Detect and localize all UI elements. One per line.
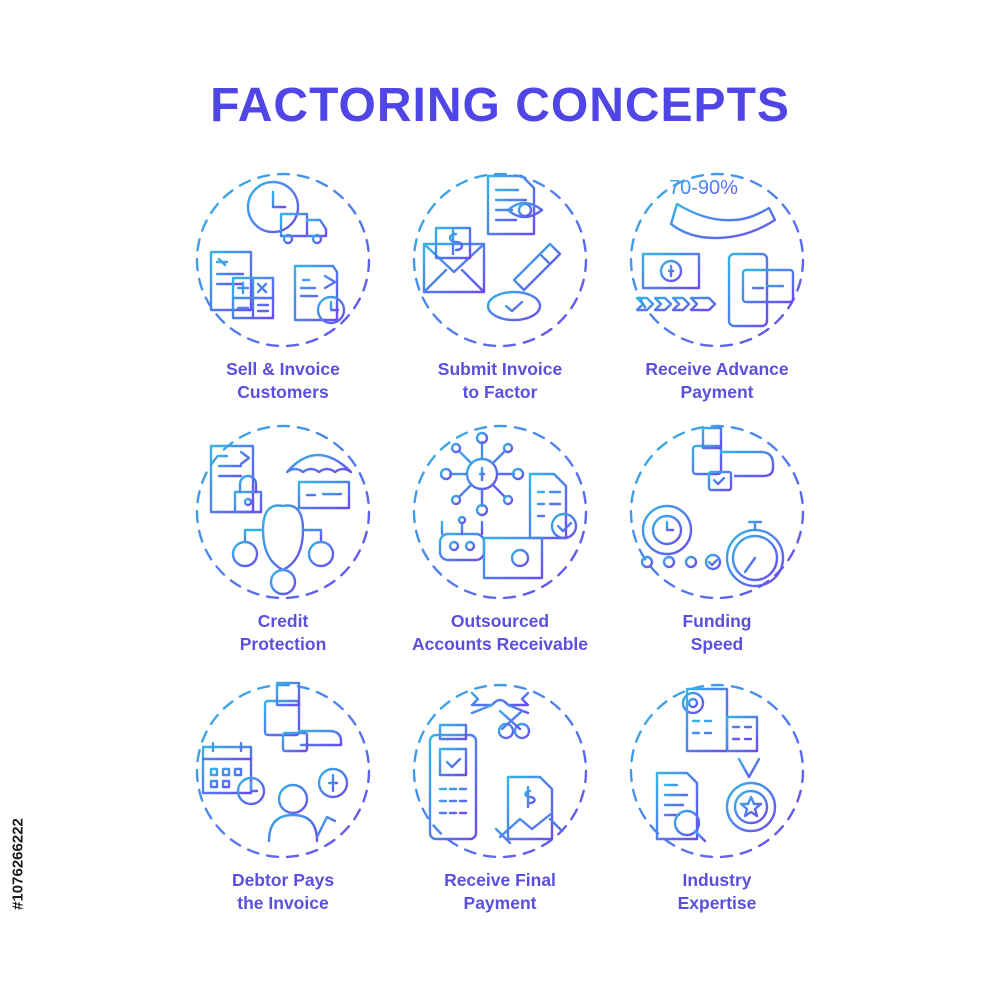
- outsourced-ar-icon: [412, 424, 588, 600]
- svg-text:70-90%: 70-90%: [669, 177, 738, 199]
- industry-expertise-icon: [629, 683, 805, 859]
- page-title: FACTORING CONCEPTS: [210, 79, 790, 132]
- invoice-customers-icon: [195, 172, 371, 348]
- debtor-pays-icon: [195, 681, 371, 859]
- submit-invoice-icon: [412, 172, 588, 348]
- advance-payment-icon: 70-90%: [629, 172, 805, 348]
- stock-id-watermark: #1076266222: [9, 818, 27, 910]
- credit-protection-icon: [195, 424, 371, 600]
- funding-speed-icon: [629, 424, 805, 600]
- final-payment-icon: [412, 683, 588, 859]
